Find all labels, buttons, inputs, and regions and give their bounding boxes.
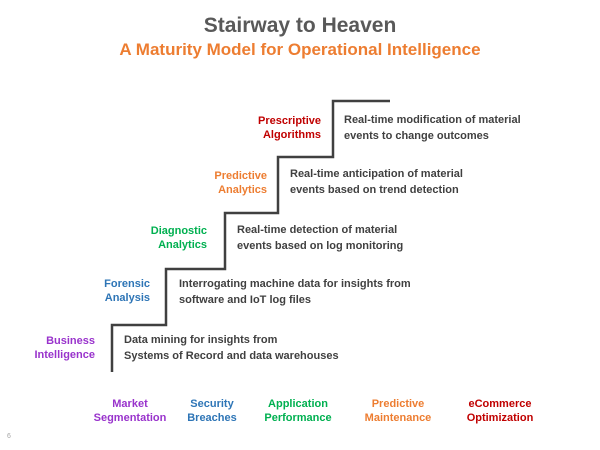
stage-label-forensic-analysis: Forensic Analysis <box>104 278 150 304</box>
use-case-application-performance: Application Performance <box>264 398 332 424</box>
use-case-security-breaches: Security Breaches <box>187 398 237 424</box>
stage-description-diagnostic-analytics: Real-time detection of material events b… <box>237 224 404 252</box>
diagram-subtitle: A Maturity Model for Operational Intelli… <box>119 40 481 59</box>
use-case-ecommerce-optimization: eCommerce Optimization <box>466 398 534 424</box>
use-case-market-segmentation: Market Segmentation <box>93 398 167 424</box>
stage-label-business-intelligence: Business Intelligence <box>34 335 95 361</box>
stage-description-predictive-analytics: Real-time anticipation of material event… <box>290 168 463 196</box>
stage-label-prescriptive-algorithms: Prescriptive Algorithms <box>258 115 321 141</box>
stage-description-forensic-analysis: Interrogating machine data for insights … <box>179 278 411 306</box>
use-case-predictive-maintenance: Predictive Maintenance <box>364 398 432 424</box>
stage-description-prescriptive-algorithms: Real-time modification of material event… <box>344 114 521 142</box>
stage-description-business-intelligence: Data mining for insights from Systems of… <box>124 334 339 362</box>
diagram-title: Stairway to Heaven <box>203 14 397 37</box>
page-number: 6 <box>7 433 11 440</box>
stage-label-diagnostic-analytics: Diagnostic Analytics <box>150 225 207 251</box>
stage-label-predictive-analytics: Predictive Analytics <box>214 170 267 196</box>
